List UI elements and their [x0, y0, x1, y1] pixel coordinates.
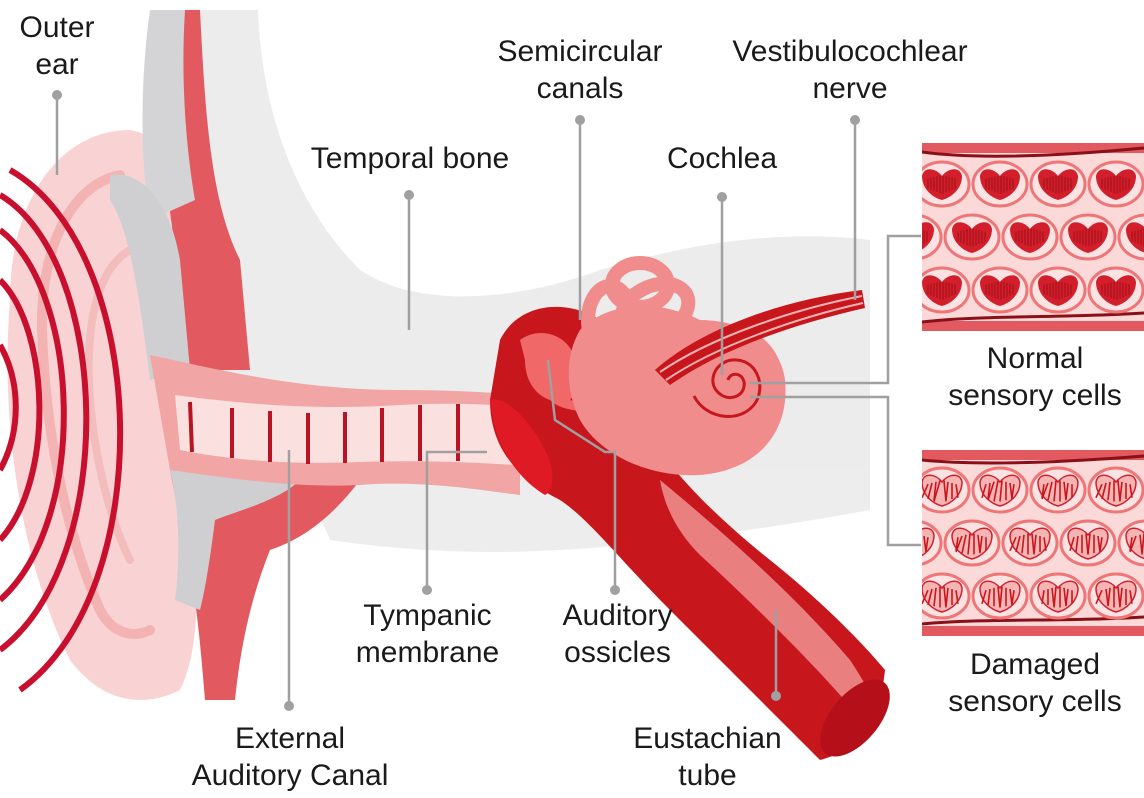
normal-sensory-cell — [915, 162, 969, 206]
normal-cells-panel — [887, 143, 1144, 331]
normal-sensory-cell — [1031, 162, 1085, 206]
damaged-sensory-cell — [915, 574, 969, 618]
normal-sensory-cell — [1003, 215, 1057, 259]
label-cochlea: Cochlea — [642, 140, 802, 177]
damaged-sensory-cell — [1031, 574, 1085, 618]
damaged-cells-panel — [887, 450, 1144, 636]
damaged-sensory-cell — [1031, 468, 1085, 512]
normal-sensory-cell — [1089, 268, 1143, 312]
damaged-sensory-cell — [973, 574, 1027, 618]
normal-sensory-cell — [945, 215, 999, 259]
normal-sensory-cell — [1031, 268, 1085, 312]
normal-sensory-cell — [1061, 215, 1115, 259]
damaged-sensory-cell — [945, 521, 999, 565]
damaged-sensory-cell — [1003, 521, 1057, 565]
normal-cells-group — [887, 162, 1144, 312]
damaged-cells-group — [887, 468, 1144, 618]
damaged-sensory-cell — [1089, 574, 1143, 618]
normal-sensory-cell — [973, 162, 1027, 206]
damaged-sensory-cell — [973, 468, 1027, 512]
damaged-sensory-cell — [887, 521, 941, 565]
normal-sensory-cell — [973, 268, 1027, 312]
label-temporal-bone: Temporal bone — [285, 140, 535, 177]
damaged-sensory-cell — [1089, 468, 1143, 512]
normal-sensory-cell — [1089, 162, 1143, 206]
normal-sensory-cell — [915, 268, 969, 312]
damaged-sensory-cell — [1061, 521, 1115, 565]
damaged-sensory-cell — [915, 468, 969, 512]
